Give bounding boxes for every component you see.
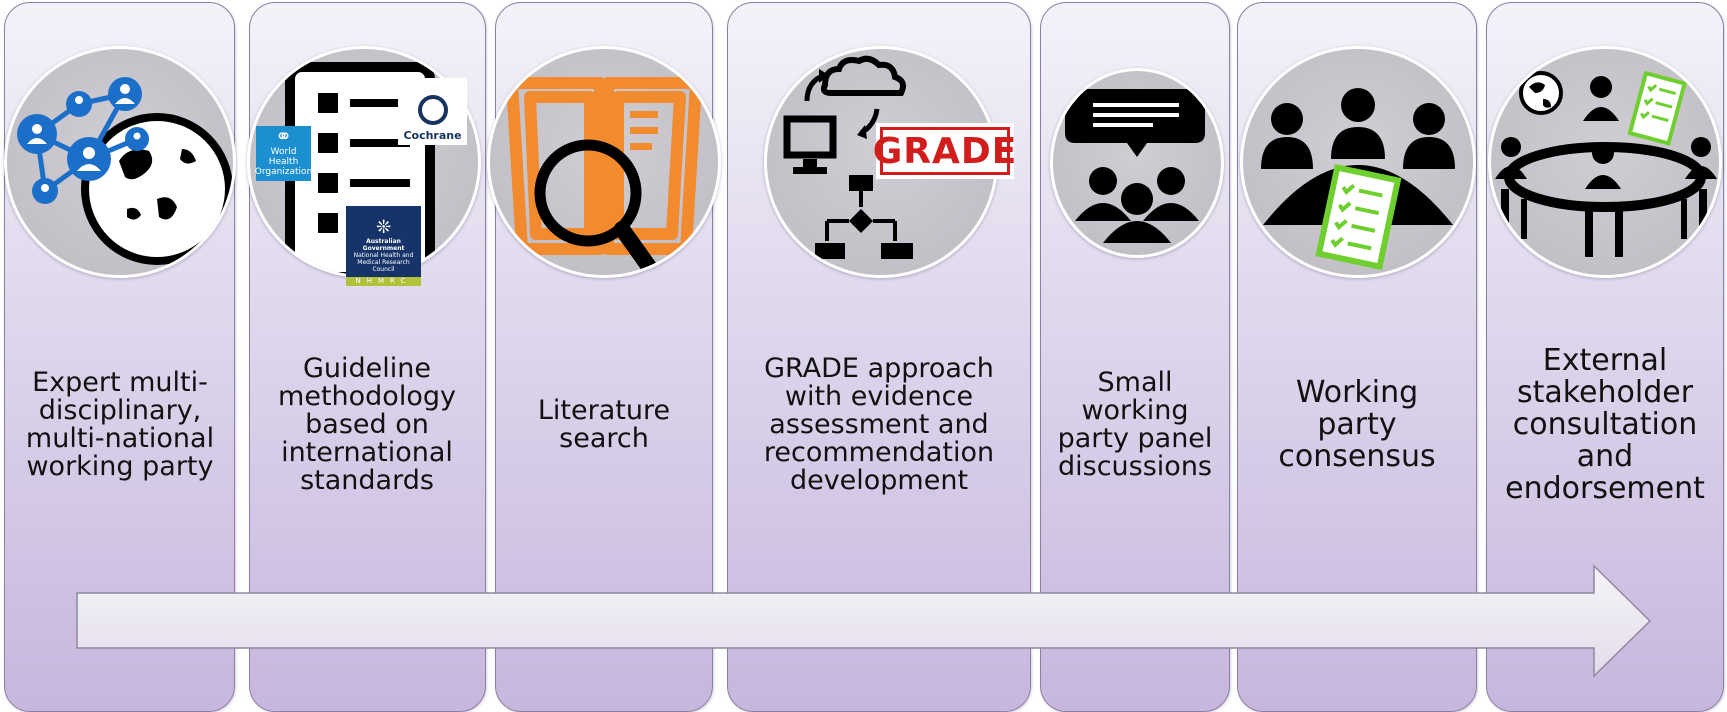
step-6-label: Working party consensus [1242,370,1472,480]
global-network-icon [17,77,233,265]
meeting-table-icon [1261,88,1455,271]
nhmrc-logo: ❊ Australian Government National Health … [346,206,421,286]
step-1-label-text: Expert multi- disciplinary, multi-nation… [25,367,215,482]
nhmrc-logo-bar: NHMRC [346,277,421,286]
book-magnifier-icon [506,77,702,275]
who-logo: ⚭ World Health Organization [254,124,313,181]
step-1-label: Expert multi- disciplinary, multi-nation… [14,360,226,490]
step-2-label: Guideline methodology based on internati… [254,345,480,505]
step-5-label-text: Small working party panel discussions [1057,367,1213,482]
cochrane-logo-text: Cochrane [403,129,462,142]
grade-logo: GRADE [873,123,1016,179]
flowchart-icon [783,55,913,259]
step-6-label-text: Working party consensus [1278,375,1436,474]
step-3-icon-circle [487,46,721,278]
who-logo-text: World Health Organization [254,147,313,177]
cochrane-logo: Cochrane [398,78,467,145]
step-5-icon-circle [1050,68,1224,258]
step-4-label: GRADE approach with evidence assessment … [732,345,1026,505]
step-5-label: Small working party panel discussions [1044,360,1226,490]
roundtable-icon [1495,70,1717,257]
who-logo-globe-icon: ⚭ [275,124,292,148]
step-3-label-text: Literature search [537,395,671,454]
discussion-group-icon [1065,89,1205,243]
step-4-label-text: GRADE approach with evidence assessment … [763,353,995,496]
step-7-label-text: External stakeholder consultation and en… [1505,343,1705,506]
crest-icon: ❊ [375,217,392,238]
step-3-label: Literature search [500,385,708,465]
step-2-label-text: Guideline methodology based on internati… [278,353,456,496]
step-6-icon-circle [1240,46,1476,278]
nhmrc-logo-subtitle: National Health and Medical Research Cou… [353,252,414,273]
grade-logo-text: GRADE [872,130,1018,172]
cochrane-logo-mark-icon [417,95,448,125]
nhmrc-logo-title: Australian Government [362,238,405,252]
step-7-label: External stakeholder consultation and en… [1490,340,1720,510]
step-1-icon-circle [4,46,236,278]
step-7-icon-circle [1488,46,1722,278]
